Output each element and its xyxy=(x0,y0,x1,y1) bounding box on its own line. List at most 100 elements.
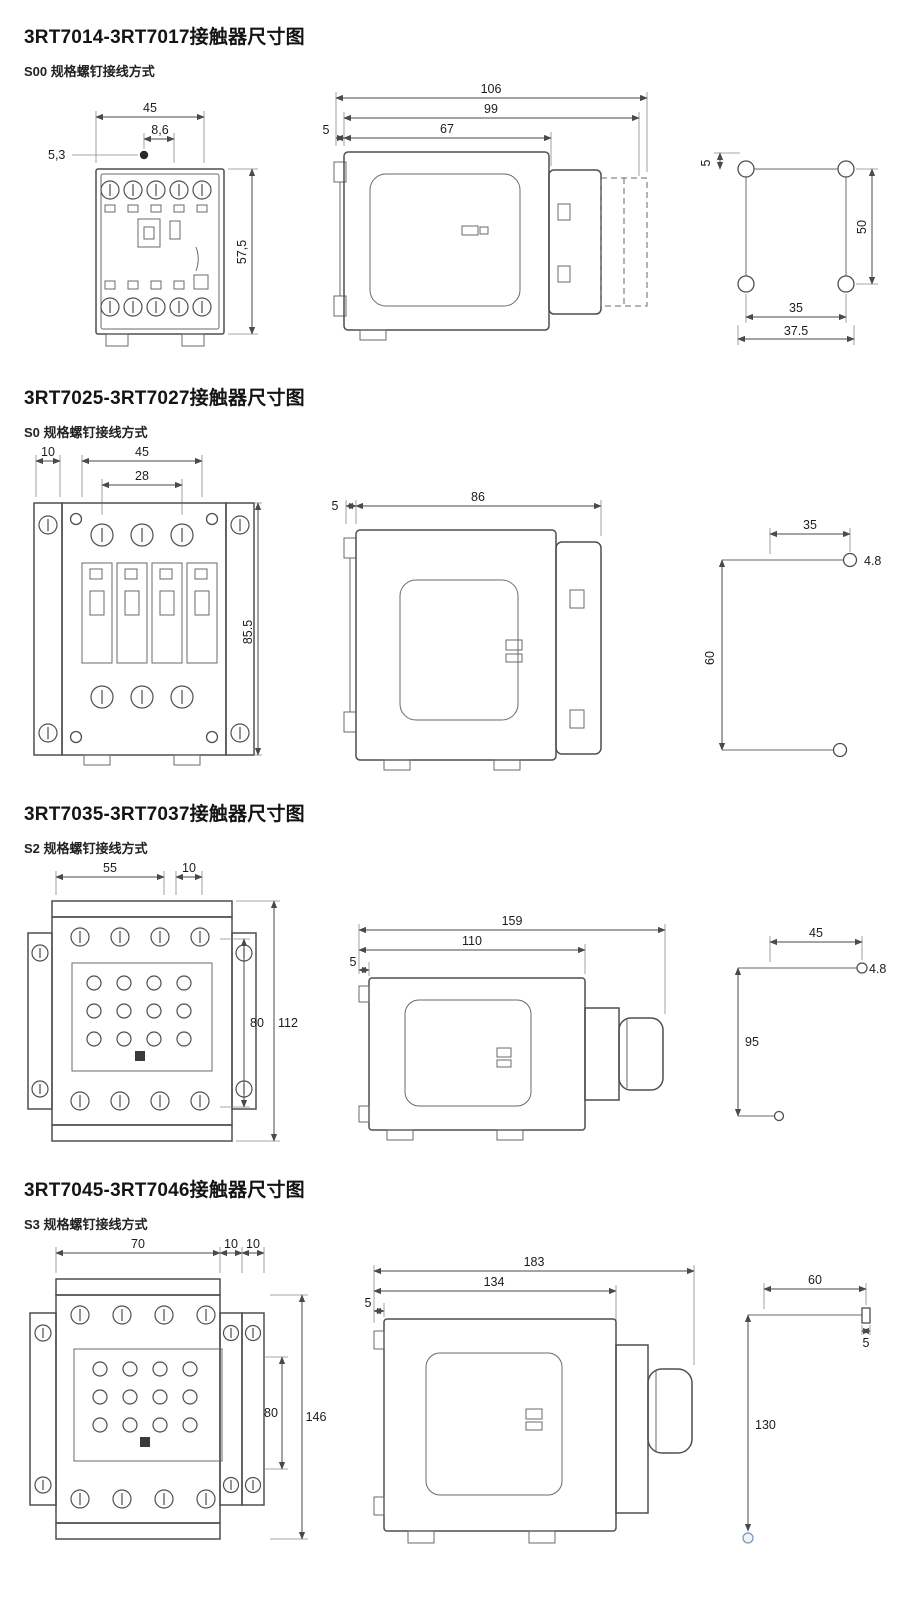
section-title: 3RT7045-3RT7046接触器尺寸图 xyxy=(24,1180,305,1201)
mounting-hole xyxy=(832,742,848,758)
dim-35: 35 xyxy=(745,294,847,323)
mounting-hole-pattern xyxy=(737,160,855,293)
dim-label: 10 xyxy=(41,445,55,459)
dim-5: 5 xyxy=(323,123,345,142)
dim-label: 146 xyxy=(306,1410,327,1424)
dim-label: 5 xyxy=(350,955,357,969)
terminal-screws-top xyxy=(90,523,194,547)
contactor-side-outline xyxy=(358,977,664,1141)
section-subtitle: S0 规格螺钉接线方式 xyxy=(24,425,148,440)
contactor-side-outline xyxy=(373,1318,693,1544)
dim-label: 85.5 xyxy=(241,620,255,644)
dim-label: 60 xyxy=(703,651,717,665)
section-title: 3RT7025-3RT7027接触器尺寸图 xyxy=(24,388,305,409)
dim-label: 10 xyxy=(224,1237,238,1251)
terminal-screws-top xyxy=(70,927,210,947)
dim-106: 106 xyxy=(335,82,648,172)
dim-offset-5-3: 5,3 xyxy=(48,148,149,162)
datum-dot-icon xyxy=(139,150,149,160)
dim-67: 67 xyxy=(343,122,552,166)
dim-110: 110 xyxy=(358,934,586,974)
dim-label-diameter: 4.8 xyxy=(864,554,881,568)
dim-35: 35 xyxy=(769,518,851,554)
section-subtitle: S3 规格螺钉接线方式 xyxy=(24,1217,148,1232)
mounting-holes-drawing: 45 4.8 95 xyxy=(734,926,886,1122)
side-view-drawing: 159 110 5 xyxy=(350,914,666,1141)
ear-screws xyxy=(34,1324,262,1494)
dim-45: 45 xyxy=(769,926,863,962)
mounting-holes-drawing: 5 50 35 xyxy=(699,152,878,345)
mounting-slot xyxy=(861,1307,871,1324)
dim-5: 5 xyxy=(332,499,357,513)
dim-label: 159 xyxy=(502,914,523,928)
dim-45: 45 xyxy=(81,445,203,497)
dim-label: 50 xyxy=(855,220,869,234)
mounting-hole xyxy=(856,962,868,974)
dim-183: 183 xyxy=(373,1255,695,1365)
dim-label: 5 xyxy=(365,1296,372,1310)
contactor-side-outline xyxy=(343,529,602,771)
side-view-drawing: 183 134 5 xyxy=(365,1255,695,1544)
dim-134: 134 xyxy=(373,1275,617,1323)
section-3rt7014-3rt7017: 3RT7014-3RT7017接触器尺寸图 S00 规格螺钉接线方式 45 8,… xyxy=(24,22,878,369)
dim-label: 10 xyxy=(246,1237,260,1251)
dim-label: 35 xyxy=(789,301,803,315)
dim-label: 99 xyxy=(484,102,498,116)
terminal-screws-top xyxy=(100,180,212,200)
dim-label: 70 xyxy=(131,1237,145,1251)
mounting-holes-drawing: 35 4.8 60 xyxy=(703,518,881,758)
dim-55: 55 xyxy=(55,861,165,895)
dim-label: 60 xyxy=(808,1273,822,1287)
mounting-hole-pattern: 4.8 60 xyxy=(703,552,881,758)
mounting-holes-drawing: 60 5 130 xyxy=(742,1273,871,1544)
dim-label: 110 xyxy=(462,934,482,948)
drawings-row: 45 8,6 5,3 xyxy=(24,82,878,369)
dim-label: 86 xyxy=(471,490,485,504)
coil-terminal-screws xyxy=(92,1361,198,1433)
front-view-drawing: 45 8,6 5,3 xyxy=(48,101,258,347)
dim-label: 183 xyxy=(524,1255,545,1269)
dim-label: 5 xyxy=(332,499,339,513)
terminal-screws-bottom xyxy=(100,297,212,317)
dim-label: 37.5 xyxy=(784,324,808,338)
dim-label: 67 xyxy=(440,122,454,136)
drawings-row: 10 45 28 xyxy=(24,445,881,785)
dim-label: 134 xyxy=(484,1275,505,1289)
dim-height-85-5: 85.5 xyxy=(241,502,262,756)
dim-112: 112 xyxy=(236,900,298,1142)
front-view-drawing: 70 10 10 xyxy=(29,1237,327,1540)
dim-99: 99 xyxy=(343,102,640,176)
terminal-screws-bottom xyxy=(70,1091,210,1111)
dim-5-offset: 5 xyxy=(699,152,740,170)
side-view-drawing: 106 99 67 5 xyxy=(323,82,648,341)
front-view-drawing: 10 45 28 xyxy=(33,445,262,766)
drawings-row: 55 10 xyxy=(24,861,886,1161)
ear-screws xyxy=(31,944,253,1098)
dim-10-a: 10 xyxy=(219,1237,243,1273)
mounting-hole-pattern: 5 130 xyxy=(742,1307,871,1544)
contactor-side-outline xyxy=(333,151,648,341)
dim-37-5: 37.5 xyxy=(737,324,855,345)
drawings-row: 70 10 10 xyxy=(24,1237,876,1577)
contactor-front-outline xyxy=(27,900,257,1142)
dim-width-8-6: 8,6 xyxy=(143,123,175,163)
dim-label: 45 xyxy=(135,445,149,459)
section-3rt7025-3rt7027: 3RT7025-3RT7027接触器尺寸图 S0 规格螺钉接线方式 10 45 … xyxy=(24,383,881,785)
section-title: 3RT7035-3RT7037接触器尺寸图 xyxy=(24,804,305,825)
dim-86: 86 xyxy=(345,490,602,536)
section-3rt7035-3rt7037: 3RT7035-3RT7037接触器尺寸图 S2 规格螺钉接线方式 55 10 xyxy=(24,799,886,1161)
contactor-front-outline xyxy=(29,1278,265,1540)
terminal-screws-bottom xyxy=(70,1489,216,1509)
dim-70: 70 xyxy=(55,1237,221,1273)
contact-modules xyxy=(81,562,218,664)
contactor-front-outline xyxy=(95,168,225,347)
ear-screws xyxy=(38,515,250,743)
terminal-screws-top xyxy=(70,1305,216,1325)
dim-label: 5,3 xyxy=(48,148,65,162)
dim-label: 8,6 xyxy=(151,123,168,137)
mounting-hole-pattern: 4.8 95 xyxy=(734,962,886,1122)
dim-label: 112 xyxy=(278,1016,298,1030)
dim-60: 60 xyxy=(763,1273,867,1309)
section-title: 3RT7014-3RT7017接触器尺寸图 xyxy=(24,27,305,48)
dim-label: 35 xyxy=(803,518,817,532)
